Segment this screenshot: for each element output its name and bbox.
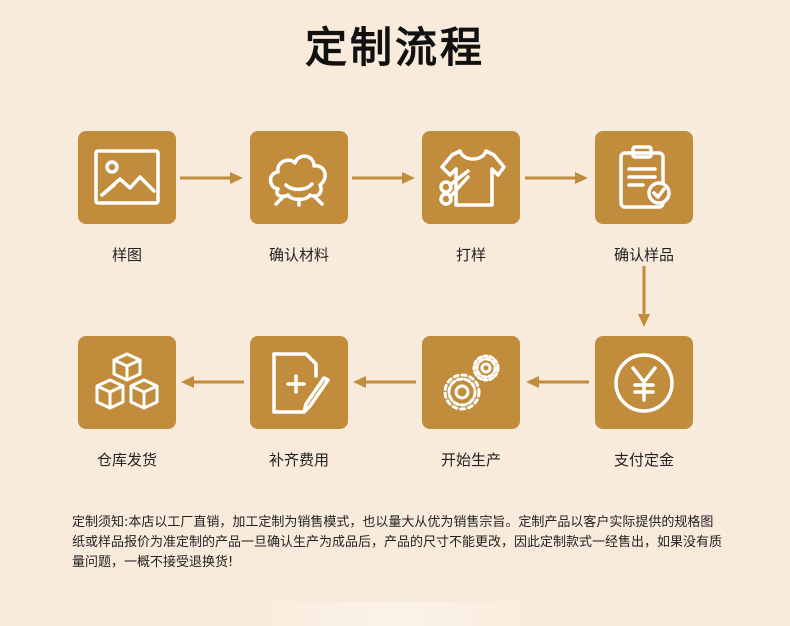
- step-confirm-material: 确认材料: [244, 131, 354, 265]
- step-label: 仓库发货: [96, 451, 157, 469]
- step-label: 确认样品: [613, 246, 674, 264]
- image-icon: [94, 148, 160, 205]
- step-box: [250, 131, 348, 224]
- arrow-left: [353, 376, 416, 388]
- step-balance-payment: 补齐费用: [244, 336, 354, 470]
- arrow-left: [526, 376, 589, 388]
- step-make-sample: 打样: [416, 131, 526, 265]
- arrow-left: [181, 376, 244, 388]
- document-plus-pen-icon: [272, 351, 330, 414]
- step-label: 支付定金: [613, 451, 674, 469]
- tshirt-scissors-icon: [439, 148, 506, 207]
- arrow-right: [180, 172, 243, 184]
- arrow-right: [525, 172, 588, 184]
- yen-coin-icon: [614, 352, 674, 413]
- cotton-icon: [268, 154, 327, 207]
- custom-notice: 定制须知:本店以工厂直销，加工定制为销售模式，也以量大从优为销售宗旨。定制产品以…: [72, 515, 723, 570]
- step-label: 确认材料: [268, 246, 329, 264]
- step-ship: 仓库发货: [72, 336, 182, 470]
- step-box: [595, 131, 693, 224]
- step-box: [595, 336, 693, 429]
- step-box: [422, 336, 520, 429]
- step-label: 补齐费用: [268, 451, 329, 469]
- step-label: 样图: [111, 246, 142, 264]
- decorative-fade: [235, 602, 555, 626]
- clipboard-check-icon: [619, 144, 671, 209]
- gears-icon: [443, 354, 500, 410]
- step-label: 开始生产: [440, 451, 501, 469]
- step-deposit: 支付定金: [589, 336, 699, 470]
- step-sample-image: 样图: [72, 131, 182, 265]
- page-title: 定制流程: [304, 23, 485, 72]
- step-box: [78, 336, 176, 429]
- step-confirm-sample: 确认样品: [589, 131, 699, 265]
- arrow-right: [352, 172, 415, 184]
- step-box: [422, 131, 520, 224]
- step-production: 开始生产: [416, 336, 526, 470]
- step-box: [78, 131, 176, 224]
- arrow-down: [638, 266, 650, 327]
- step-box: [250, 336, 348, 429]
- step-label: 打样: [455, 246, 486, 264]
- boxes-icon: [95, 352, 159, 409]
